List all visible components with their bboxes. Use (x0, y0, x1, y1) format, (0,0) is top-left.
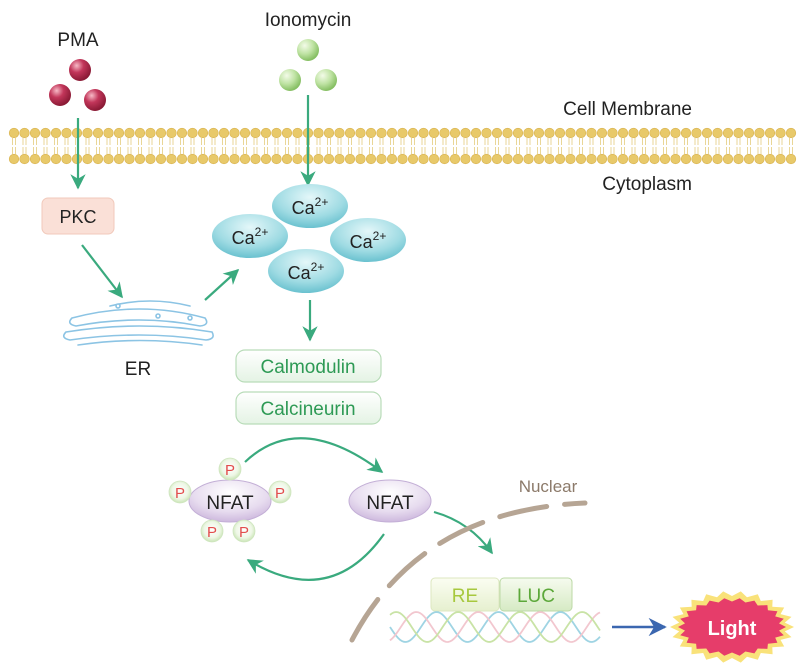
calmodulin-label: Calmodulin (260, 357, 355, 378)
svg-text:P: P (207, 524, 217, 541)
ionomycin-molecules (279, 39, 337, 91)
pma-molecules (49, 59, 106, 111)
re-box: RE (430, 577, 500, 612)
svg-text:P: P (275, 485, 285, 502)
luc-box: LUC (499, 577, 573, 612)
light-label: Light (708, 618, 757, 640)
rephosphorylation-arrow (246, 533, 385, 581)
ionomycin-label: Ionomycin (265, 10, 352, 31)
nfat-phosphorylated: NFAT (188, 479, 272, 523)
pkc-label: PKC (59, 207, 96, 227)
phosphate-icon: P (200, 519, 224, 543)
phosphate-icon: P (268, 480, 292, 504)
nfat-dephosphorylated-label: NFAT (366, 493, 414, 514)
svg-text:P: P (175, 485, 185, 502)
nuclear-membrane (349, 500, 588, 643)
pma-label: PMA (57, 30, 99, 51)
re-label: RE (452, 586, 478, 607)
calmodulin-box: Calmodulin (235, 349, 382, 383)
calcium-ion: Ca2+ (330, 218, 406, 262)
cell-membrane-label: Cell Membrane (563, 99, 692, 120)
phosphate-icon: P (232, 519, 256, 543)
cell-membrane (8, 127, 797, 165)
luc-label: LUC (517, 586, 555, 607)
dephosphorylation-arrow (244, 437, 384, 473)
light-burst: Light (670, 591, 794, 663)
svg-text:P: P (225, 462, 235, 479)
calcium-ion: Ca2+ (212, 214, 288, 258)
phosphate-icon: P (218, 457, 242, 481)
nfat-phosphorylated-label: NFAT (206, 493, 254, 514)
pkc-box: PKC (41, 197, 115, 235)
svg-text:Ca2+: Ca2+ (350, 229, 387, 252)
svg-text:P: P (239, 524, 249, 541)
svg-text:Ca2+: Ca2+ (292, 195, 329, 218)
pkc-to-er-arrow (81, 244, 123, 299)
calcium-ion: Ca2+ (272, 184, 348, 228)
cytoplasm-label: Cytoplasm (602, 174, 692, 195)
er-icon (62, 300, 214, 346)
er-to-calcium-arrow (204, 268, 240, 301)
nuclear-label: Nuclear (519, 477, 578, 496)
calcineurin-box: Calcineurin (235, 391, 382, 425)
calcineurin-label: Calcineurin (260, 399, 355, 420)
nfat-dephosphorylated: NFAT (348, 479, 432, 523)
svg-text:Ca2+: Ca2+ (232, 225, 269, 248)
calcium-ion: Ca2+ (268, 249, 344, 293)
svg-text:Ca2+: Ca2+ (288, 260, 325, 283)
phosphate-icon: P (168, 480, 192, 504)
er-label: ER (125, 359, 151, 380)
dna-helix (389, 611, 601, 643)
